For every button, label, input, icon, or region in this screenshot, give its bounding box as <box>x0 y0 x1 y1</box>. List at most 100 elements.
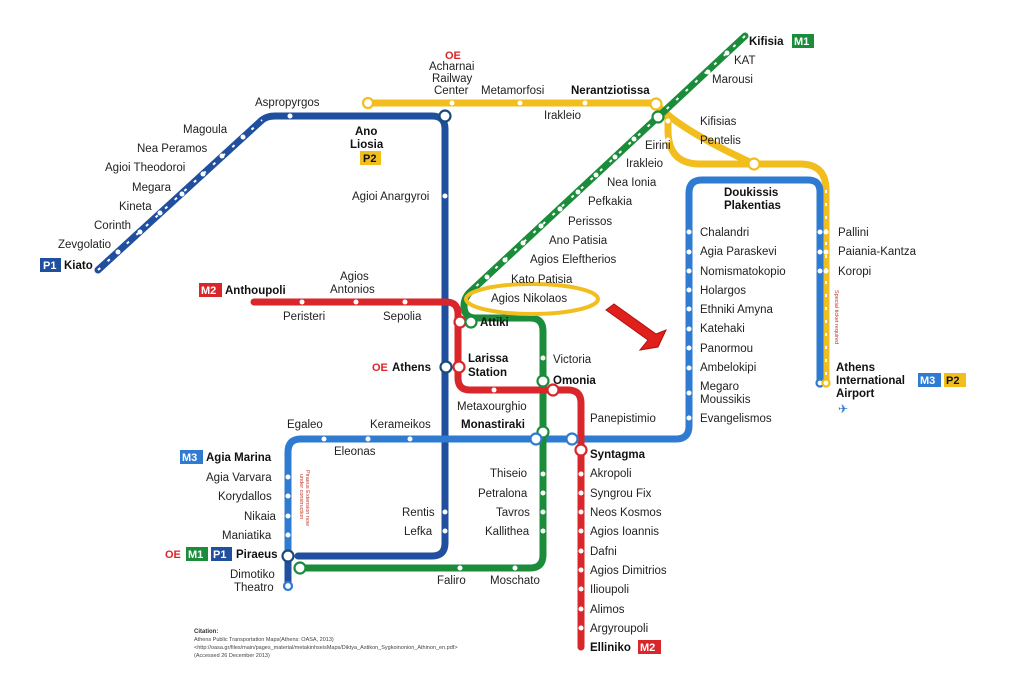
svg-text:M1: M1 <box>188 549 203 561</box>
station-kineta: Kineta <box>119 201 152 213</box>
station-ambelokipi: Ambelokipi <box>700 362 756 374</box>
station-victoria: Victoria <box>553 354 592 366</box>
station-petralona: Petralona <box>478 488 528 500</box>
svg-text:M2: M2 <box>640 642 655 654</box>
station-panormou: Panormou <box>700 343 753 355</box>
svg-text:OE: OE <box>372 362 388 374</box>
station-nikaia: Nikaia <box>244 511 277 523</box>
badge-p1-piraeus: P1 <box>211 547 232 561</box>
station-megaro-2: Moussikis <box>700 394 751 406</box>
station-argyroupoli: Argyroupoli <box>590 623 648 635</box>
station-doukissis-2: Plakentias <box>724 200 781 212</box>
piraeus-extension-note-1: Piraeus Extension now <box>304 470 310 526</box>
station-omonia: Omonia <box>553 375 596 387</box>
station-kallithea: Kallithea <box>485 526 530 538</box>
station-acharnai-3: Center <box>434 85 469 97</box>
svg-text:✈: ✈ <box>838 402 848 416</box>
track-ticks <box>97 35 827 382</box>
station-alimos: Alimos <box>590 604 625 616</box>
station-faliro: Faliro <box>437 575 466 587</box>
svg-text:Athens Public Transportation M: Athens Public Transportation Maps(Athens… <box>194 637 334 643</box>
svg-text:OE: OE <box>445 50 461 62</box>
station-nomismatokopio: Nomismatokopio <box>700 266 786 278</box>
station-agios-antonios-1: Agios <box>340 271 369 283</box>
station-pallini: Pallini <box>838 227 869 239</box>
station-agioi-theodoroi: Agioi Theodoroi <box>105 162 185 174</box>
station-katehaki: Katehaki <box>700 323 745 335</box>
station-ethniki-amyna: Ethniki Amyna <box>700 304 773 316</box>
badge-m2-elliniko: M2 <box>638 640 661 654</box>
station-sepolia: Sepolia <box>383 311 422 323</box>
station-ano-liosia-1: Ano <box>355 126 377 138</box>
station-dafni: Dafni <box>590 546 617 558</box>
station-larissa-2: Station <box>468 367 507 379</box>
ose-icon-acharnai: OE <box>445 50 461 62</box>
station-irakleio-m1: Irakleio <box>626 158 663 170</box>
badge-m2-anthoupoli: M2 <box>199 283 222 297</box>
station-monastiraki: Monastiraki <box>461 419 525 431</box>
station-ano-liosia-2: Liosia <box>350 139 384 151</box>
station-nea-ionia: Nea Ionia <box>607 177 657 189</box>
badge-ose-piraeus: OE <box>165 549 181 561</box>
station-thiseio: Thiseio <box>490 468 527 480</box>
station-kato-patisia: Kato Patisia <box>511 274 573 286</box>
station-airport-2: International <box>836 375 905 387</box>
station-metaxourghio: Metaxourghio <box>457 401 527 413</box>
station-corinth: Corinth <box>94 220 131 232</box>
station-zevgolatio: Zevgolatio <box>58 239 111 251</box>
badge-p2-ano-liosia: P2 <box>360 151 381 165</box>
station-kat: KAT <box>734 55 756 67</box>
station-nea-peramos: Nea Peramos <box>137 143 208 155</box>
svg-text:P2: P2 <box>363 153 376 165</box>
station-paiania: Paiania-Kantza <box>838 246 917 258</box>
svg-text:P1: P1 <box>213 549 226 561</box>
svg-text:M1: M1 <box>794 36 809 48</box>
station-syntagma: Syntagma <box>590 449 646 461</box>
station-agioi-anargyroi: Agioi Anargyroi <box>352 191 429 203</box>
badge-m3-airport: M3 <box>918 373 941 387</box>
citation: Citation: Athens Public Transportation M… <box>194 629 458 659</box>
badge-m1-piraeus: M1 <box>186 547 208 561</box>
station-acharnai-2: Railway <box>432 73 473 85</box>
svg-text:(Accessed 26 December 2013): (Accessed 26 December 2013) <box>194 653 270 659</box>
station-chalandri: Chalandri <box>700 227 749 239</box>
badge-p2-airport: P2 <box>944 373 966 387</box>
station-kifisias: Kifisias <box>700 116 737 128</box>
station-doukissis-1: Doukissis <box>724 187 778 199</box>
agios-nikolaos-highlight <box>464 282 600 316</box>
station-agios-antonios-2: Antonios <box>330 284 375 296</box>
badge-m1-kifisia: M1 <box>792 34 814 48</box>
station-holargos: Holargos <box>700 285 746 297</box>
station-attiki: Attiki <box>480 317 509 329</box>
station-nerantziotissa: Nerantziotissa <box>571 85 650 97</box>
station-ano-patisia: Ano Patisia <box>549 235 608 247</box>
line-m2 <box>250 298 585 651</box>
station-athens: Athens <box>392 362 431 374</box>
plane-icon: ✈ <box>838 402 848 416</box>
station-marousi: Marousi <box>712 74 753 86</box>
station-syngrou-fix: Syngrou Fix <box>590 488 652 500</box>
svg-text:Citation:: Citation: <box>194 629 218 635</box>
station-neos-kosmos: Neos Kosmos <box>590 507 662 519</box>
station-koropi: Koropi <box>838 266 871 278</box>
station-kerameikos: Kerameikos <box>370 419 431 431</box>
station-metamorfosi: Metamorfosi <box>481 85 544 97</box>
station-evangelismos: Evangelismos <box>700 413 772 425</box>
station-panepistimio: Panepistimio <box>590 413 656 425</box>
station-eleonas: Eleonas <box>334 446 376 458</box>
station-ilioupoli: Ilioupoli <box>590 584 629 596</box>
pointer-arrow-icon <box>605 303 667 351</box>
station-elliniko: Elliniko <box>590 642 631 654</box>
station-agios-ioannis: Agios Ioannis <box>590 526 659 538</box>
station-airport-3: Airport <box>836 388 875 400</box>
badge-p1-kiato: P1 <box>40 258 61 272</box>
station-egaleo: Egaleo <box>287 419 323 431</box>
station-akropoli: Akropoli <box>590 468 632 480</box>
station-megaro-1: Megaro <box>700 381 739 393</box>
station-rentis: Rentis <box>402 507 435 519</box>
station-pefkakia: Pefkakia <box>588 196 633 208</box>
station-maniatika: Maniatika <box>222 530 272 542</box>
station-agia-varvara: Agia Varvara <box>206 472 272 484</box>
station-piraeus: Piraeus <box>236 549 278 561</box>
